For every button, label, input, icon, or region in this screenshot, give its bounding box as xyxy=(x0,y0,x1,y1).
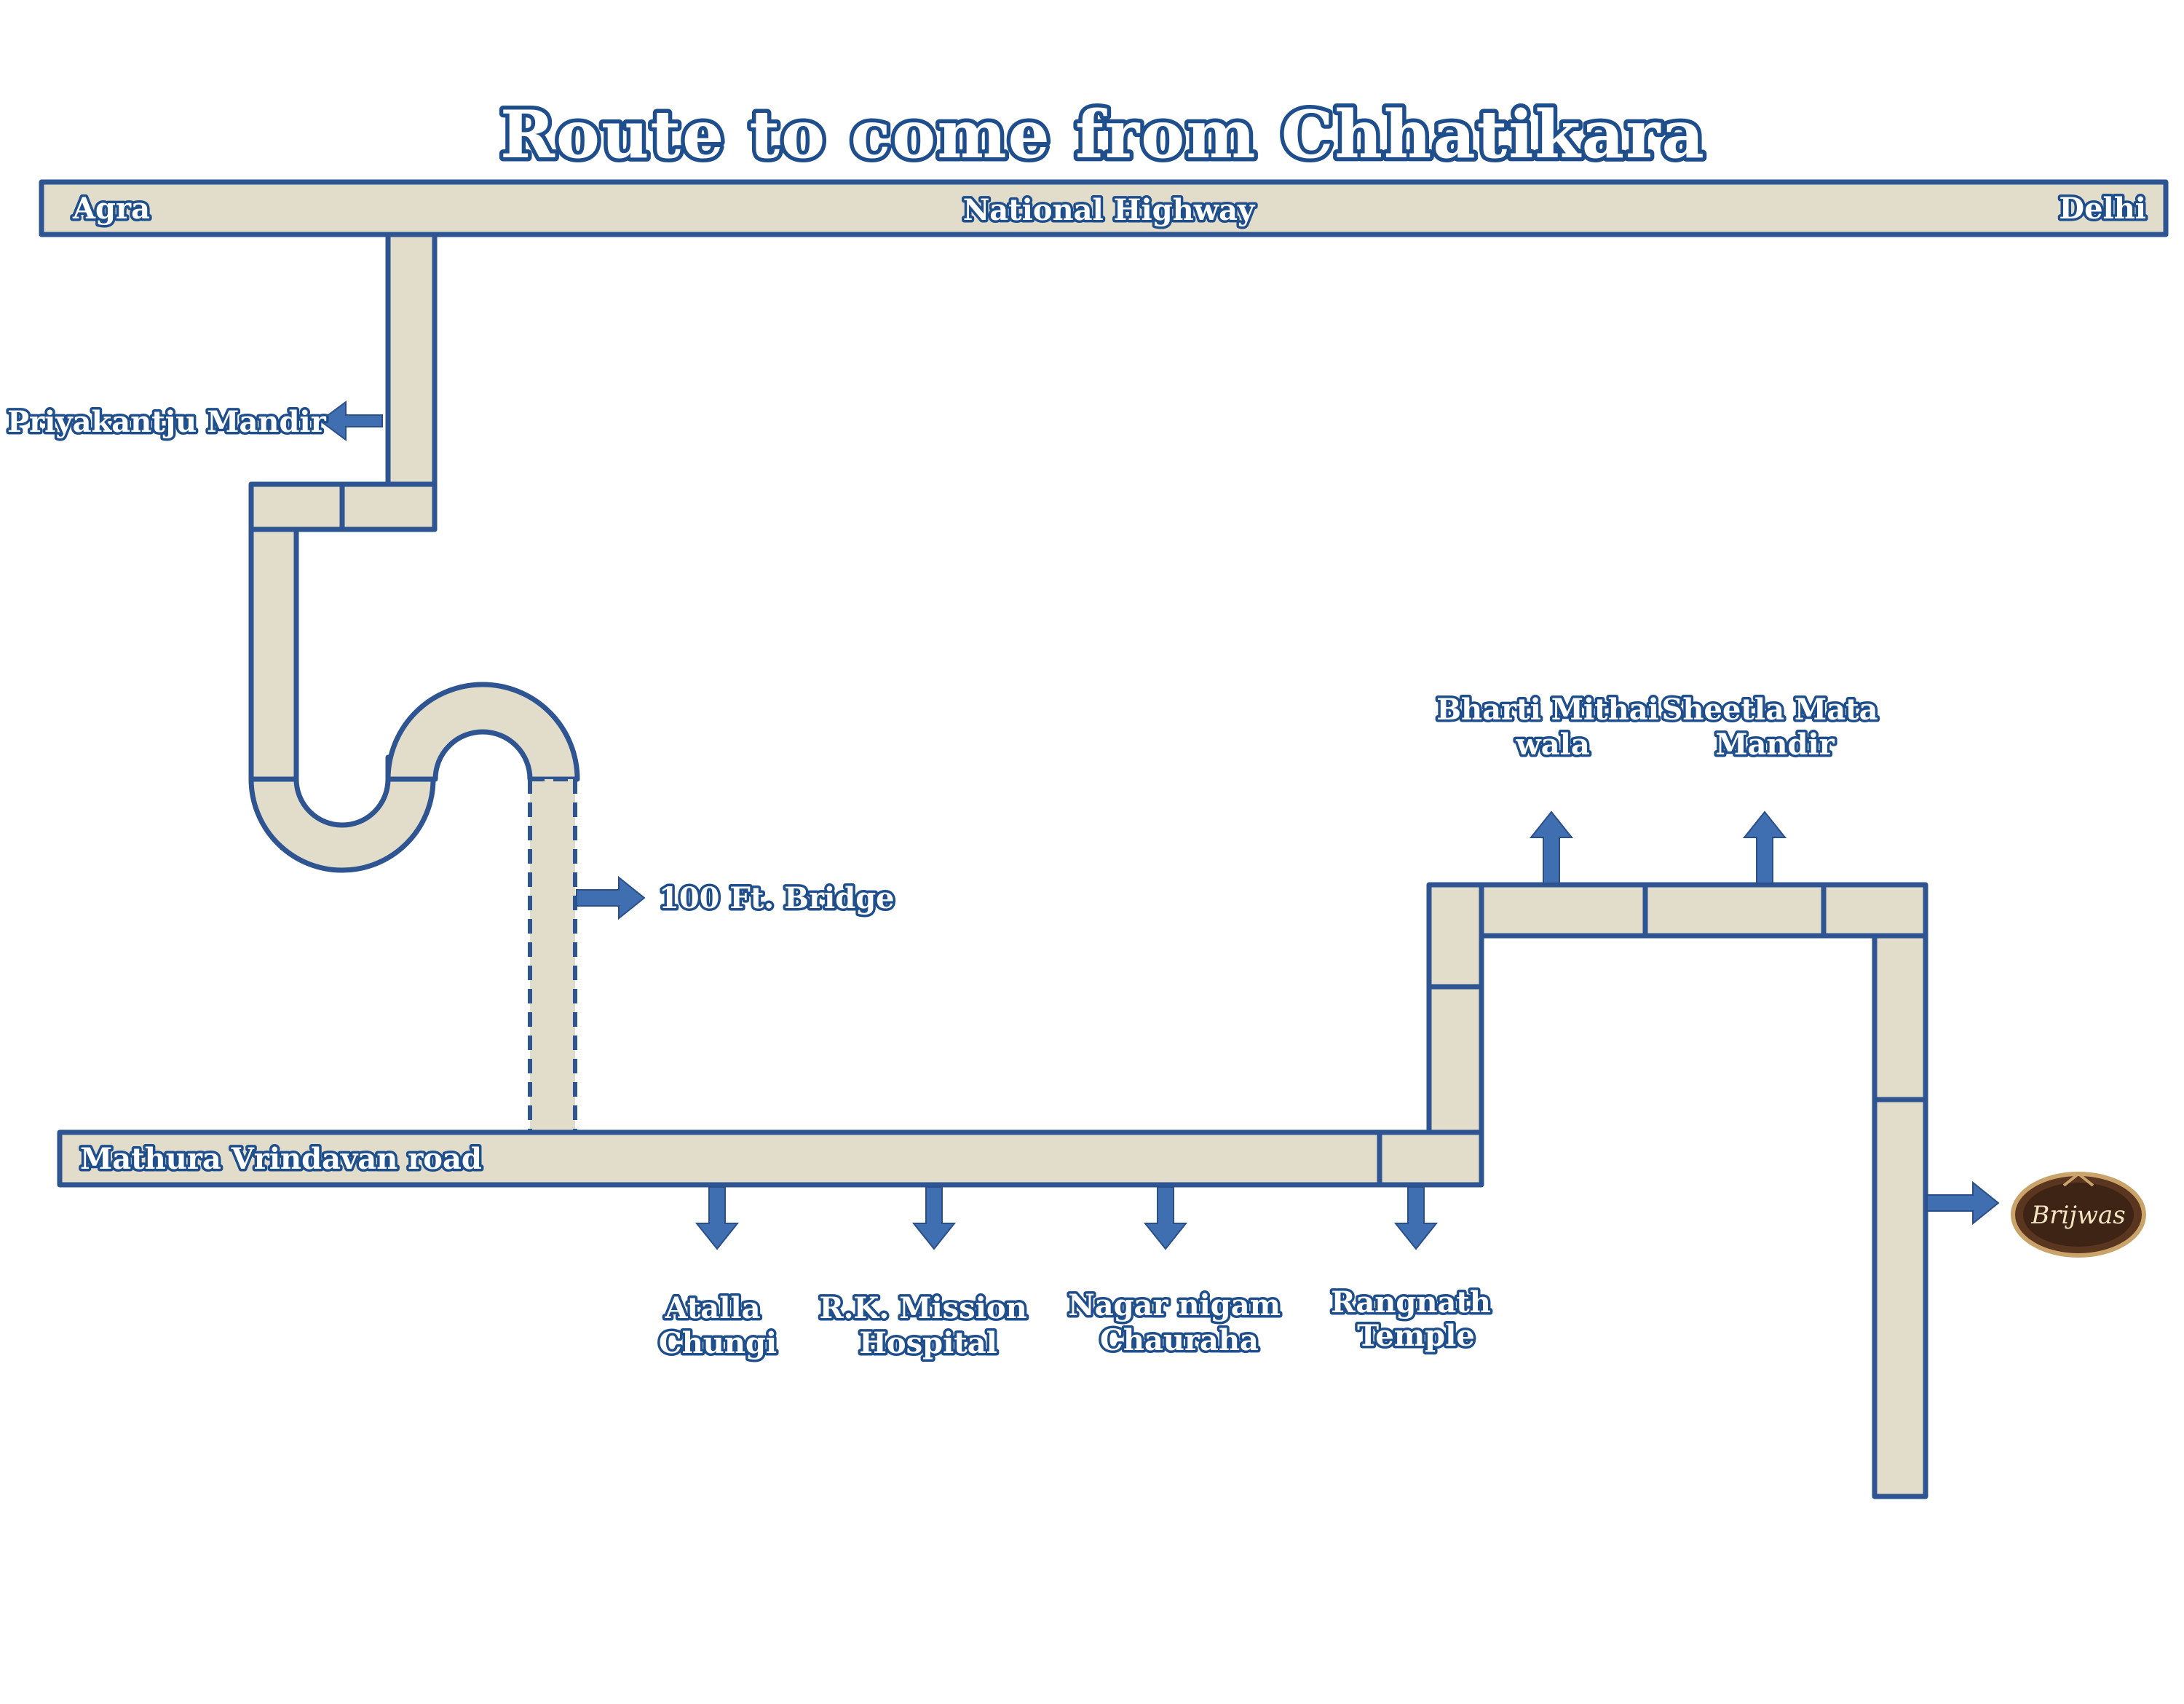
atalla-arrow xyxy=(695,1186,740,1250)
mathura-vrindavan-road xyxy=(57,1129,1382,1188)
mathura-vrindavan-road-label: Mathura Vrindavan road xyxy=(80,1142,482,1176)
rkmission-arrow xyxy=(911,1186,957,1250)
brijwas-logo: Brijwas xyxy=(2011,1172,2146,1258)
national-highway-road xyxy=(39,179,2169,237)
rk-mission-hospital-label: R.K. Mission Hospital xyxy=(819,1291,1037,1360)
bridge-arrow xyxy=(576,875,646,920)
destination-arrow xyxy=(1926,1180,2000,1226)
agra-label: Agra xyxy=(72,192,150,226)
destination-road xyxy=(1377,882,1928,1499)
connector-road xyxy=(248,232,580,1132)
nagar-arrow xyxy=(1143,1186,1188,1250)
map-title: Route to come from Chhatikara xyxy=(500,96,1706,173)
national-highway-label: National Highway xyxy=(963,193,1256,227)
bridge-label: 100 Ft. Bridge xyxy=(659,881,895,915)
nagar-nigam-chauraha-label: Nagar nigam Chauraha xyxy=(1068,1288,1291,1357)
bharti-mithai-label: Bharti Mithai wala xyxy=(1436,693,1669,762)
brijwas-logo-text: Brijwas xyxy=(2030,1201,2125,1230)
sheetla-mata-label: Sheetla Mata Mandir xyxy=(1662,693,1888,762)
rangnath-temple-label: Rangnath Temple xyxy=(1331,1285,1501,1353)
rangnath-arrow xyxy=(1393,1186,1439,1250)
priyakantju-arrow xyxy=(319,401,383,441)
atalla-chungi-label: Atalla Chungi xyxy=(659,1291,777,1360)
sheetla-arrow xyxy=(1742,810,1787,884)
bharti-arrow xyxy=(1529,810,1574,884)
delhi-label: Delhi xyxy=(2059,192,2146,226)
priyakantju-mandir-label: Priyakantju Mandir xyxy=(7,405,327,439)
